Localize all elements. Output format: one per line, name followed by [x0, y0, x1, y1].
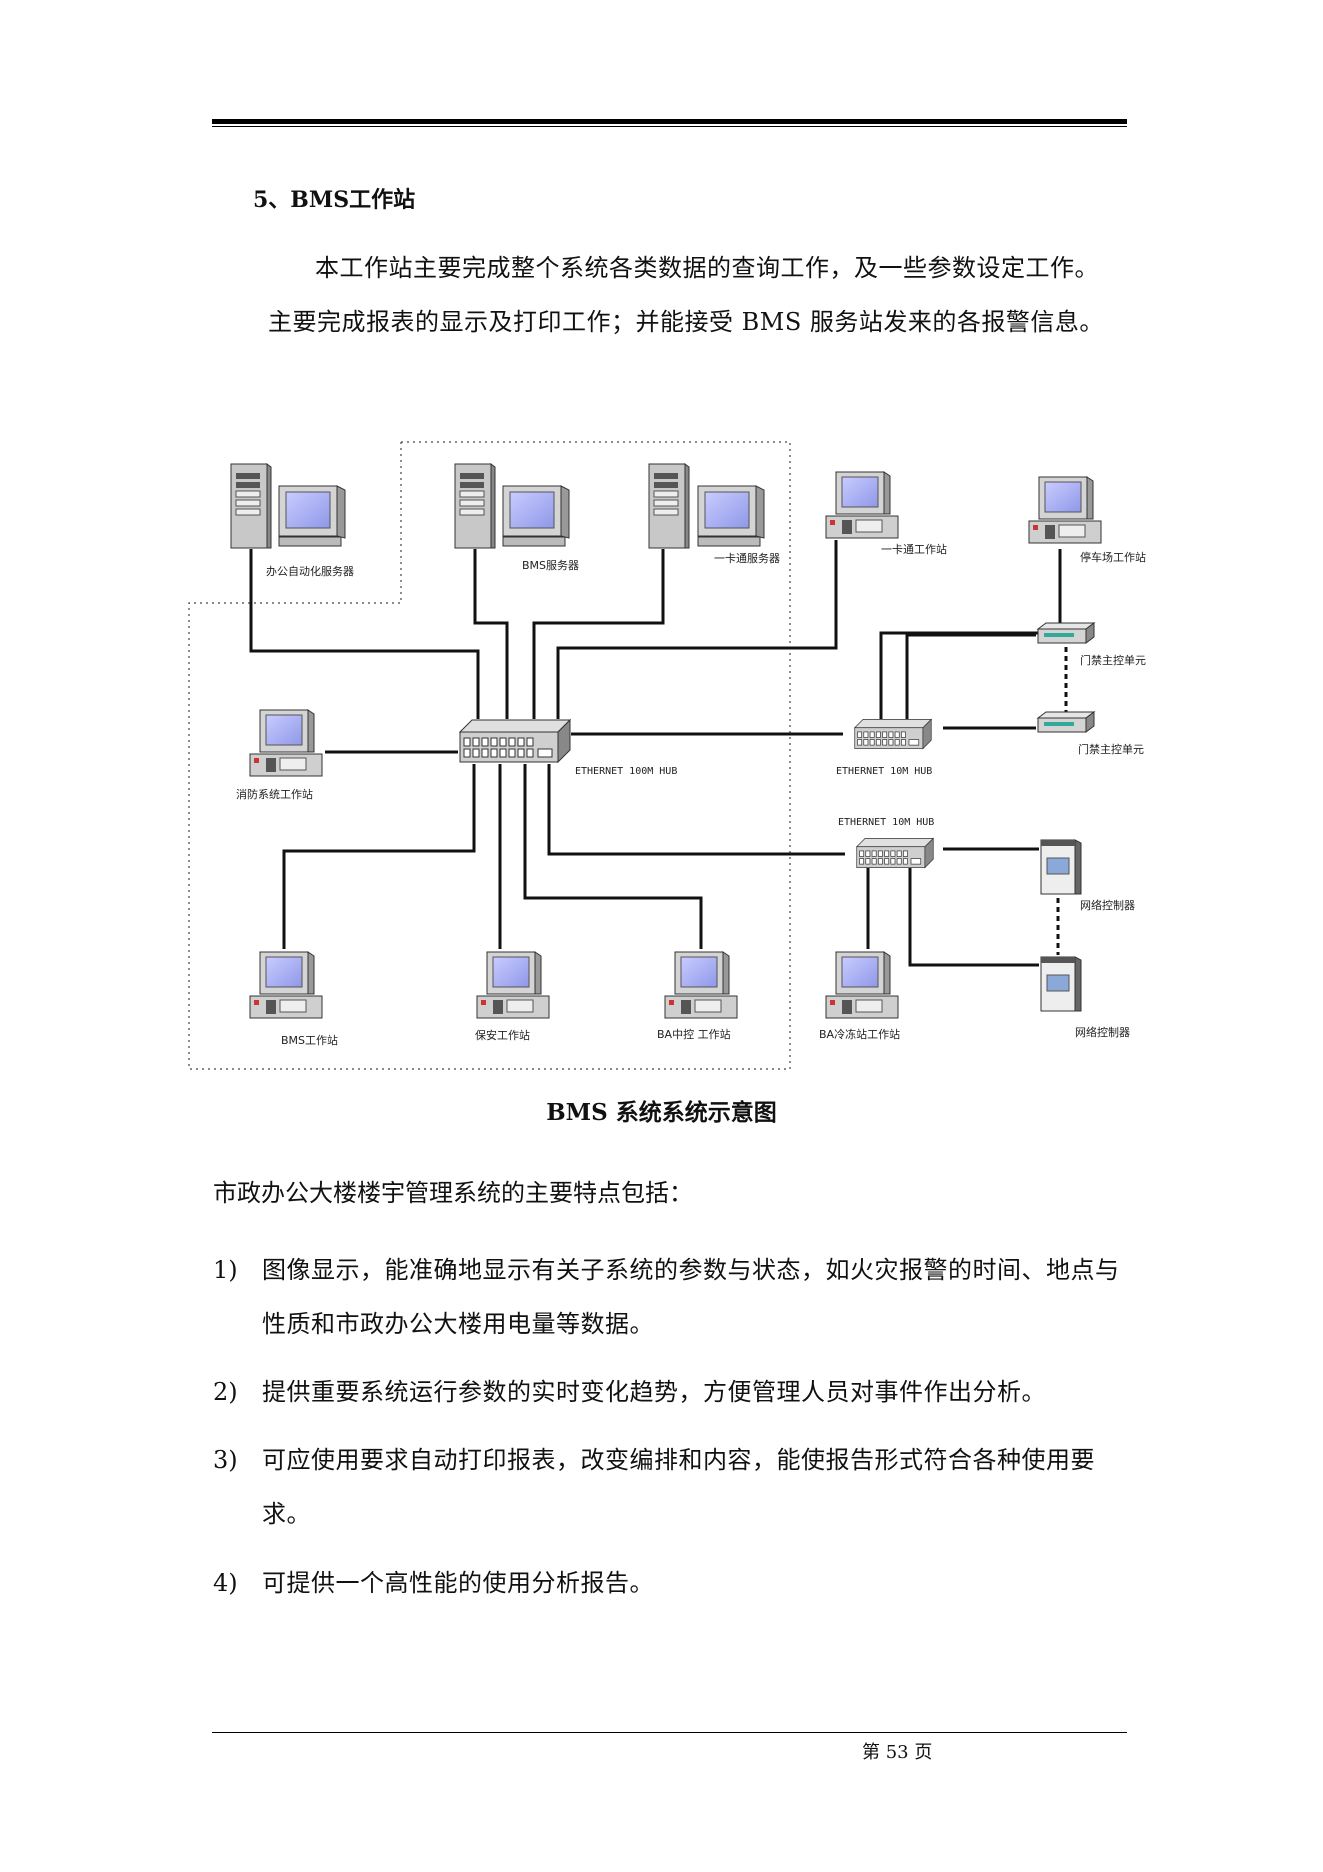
workstation-icon	[476, 951, 550, 1019]
label-card-server: 一卡通服务器	[714, 552, 780, 565]
access-control-unit-icon	[1037, 622, 1095, 644]
section-heading: 5、BMS工作站	[253, 187, 416, 213]
workstation-icon	[249, 951, 323, 1019]
network-controller-icon	[1040, 956, 1082, 1012]
footer-rule	[212, 1732, 1127, 1733]
label-office-server: 办公自动化服务器	[266, 564, 354, 578]
monitor-icon	[502, 485, 570, 547]
label-bms-workstation: BMS工作站	[281, 1033, 338, 1047]
list-number: 3)	[213, 1446, 238, 1474]
list-number: 2)	[213, 1378, 238, 1406]
workstation-icon	[825, 951, 899, 1019]
figure-caption: BMS 系统系统示意图	[546, 1099, 777, 1126]
label-hub-10m-a: ETHERNET 10M HUB	[836, 766, 932, 777]
connection-lines	[249, 540, 1068, 967]
workstation-icon	[825, 471, 899, 539]
label-bms-server: BMS服务器	[522, 559, 579, 572]
monitor-icon	[278, 485, 346, 547]
server-tower-icon	[648, 463, 690, 549]
header-rule	[212, 119, 1127, 124]
label-access-unit-1: 门禁主控单元	[1080, 653, 1146, 667]
list-number: 4)	[213, 1569, 238, 1597]
label-card-workstation: 一卡通工作站	[881, 542, 947, 556]
label-net-controller-1: 网络控制器	[1080, 898, 1135, 912]
label-net-controller-2: 网络控制器	[1075, 1025, 1130, 1039]
label-fire-workstation: 消防系统工作站	[236, 787, 313, 801]
label-hub-10m-b: ETHERNET 10M HUB	[838, 817, 934, 828]
label-security-workstation: 保安工作站	[475, 1028, 530, 1042]
network-controller-icon	[1040, 839, 1082, 895]
list-text: 图像显示，能准确地显示有关子系统的参数与状态，如火灾报警的时间、地点与性质和市政…	[262, 1256, 1120, 1338]
server-tower-icon	[454, 463, 496, 549]
list-text: 提供重要系统运行参数的实时变化趋势，方便管理人员对事件作出分析。	[262, 1378, 1046, 1406]
server-tower-icon	[230, 463, 272, 549]
workstation-icon	[664, 951, 738, 1019]
header-rule-thin	[212, 126, 1127, 127]
label-hub-100m: ETHERNET 100M HUB	[575, 766, 677, 777]
monitor-icon	[697, 485, 765, 547]
list-text: 可应使用要求自动打印报表，改变编排和内容，能使报告形式符合各种使用要求。	[262, 1446, 1095, 1528]
page-number: 第 53 页	[862, 1742, 933, 1763]
section-paragraph: 本工作站主要完成整个系统各类数据的查询工作，及一些参数设定工作。主要完成报表的显…	[268, 254, 1104, 336]
hub-100m-icon	[459, 719, 571, 763]
hub-10m-icon	[854, 718, 932, 750]
label-access-unit-2: 门禁主控单元	[1078, 742, 1144, 756]
features-intro: 市政办公大楼楼宇管理系统的主要特点包括：	[213, 1179, 693, 1207]
workstation-icon	[1028, 476, 1102, 544]
access-control-unit-icon	[1037, 711, 1095, 733]
list-number: 1)	[213, 1256, 238, 1284]
workstation-icon	[249, 709, 323, 777]
label-ba-central-workstation: BA中控 工作站	[657, 1027, 731, 1041]
label-ba-chiller-workstation: BA冷冻站工作站	[819, 1027, 900, 1041]
label-parking-workstation: 停车场工作站	[1080, 550, 1146, 564]
hub-10m-icon	[856, 837, 934, 869]
list-text: 可提供一个高性能的使用分析报告。	[262, 1569, 654, 1597]
